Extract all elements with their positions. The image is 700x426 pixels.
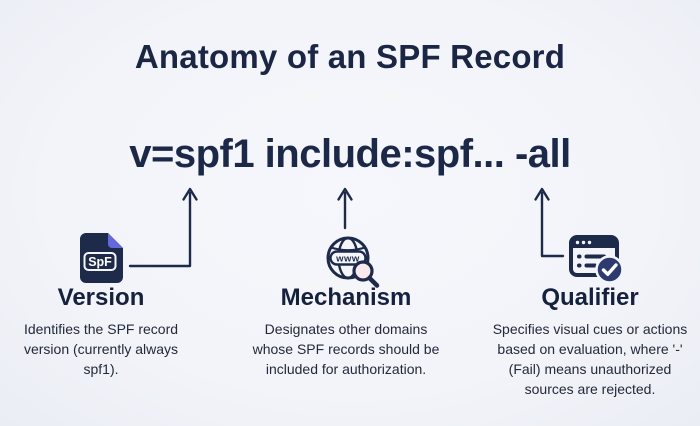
section-description-qualifier: Specifies visual cues or actions based o… xyxy=(492,321,688,397)
section-version: Version Identifies the SPF record versio… xyxy=(8,284,194,379)
file-fold xyxy=(108,233,123,248)
section-qualifier: Qualifier Specifies visual cues or actio… xyxy=(480,284,700,399)
window-header-dots xyxy=(575,240,592,245)
www-pill xyxy=(329,250,367,266)
mechanism-arrow xyxy=(337,187,353,230)
window-header xyxy=(571,237,617,248)
qualifier-arrow xyxy=(534,187,565,258)
www-label: www xyxy=(335,254,360,265)
section-mechanism: Mechanism Designates other domains whose… xyxy=(243,284,449,379)
section-description-mechanism: Designates other domains whose SPF recor… xyxy=(252,321,440,377)
section-heading-version: Version xyxy=(57,284,145,311)
section-heading-qualifier: Qualifier xyxy=(541,284,639,311)
window-list-rows xyxy=(577,254,606,268)
page-title: Anatomy of an SPF Record xyxy=(134,38,566,75)
file-label: SpF xyxy=(88,255,112,269)
file-label-box xyxy=(83,252,117,271)
version-arrow xyxy=(128,187,198,268)
magnifier xyxy=(352,260,380,288)
section-heading-mechanism: Mechanism xyxy=(280,284,412,311)
section-description-version: Identifies the SPF record version (curre… xyxy=(23,321,179,377)
globe-search-icon: www xyxy=(326,236,380,288)
spf-file-icon: SpF xyxy=(80,233,123,283)
globe-parallel-top xyxy=(330,246,366,252)
window-check-icon xyxy=(569,235,624,284)
spf-record-text: v=spf1 include:spf... -all xyxy=(129,132,571,176)
check-badge xyxy=(595,255,624,284)
